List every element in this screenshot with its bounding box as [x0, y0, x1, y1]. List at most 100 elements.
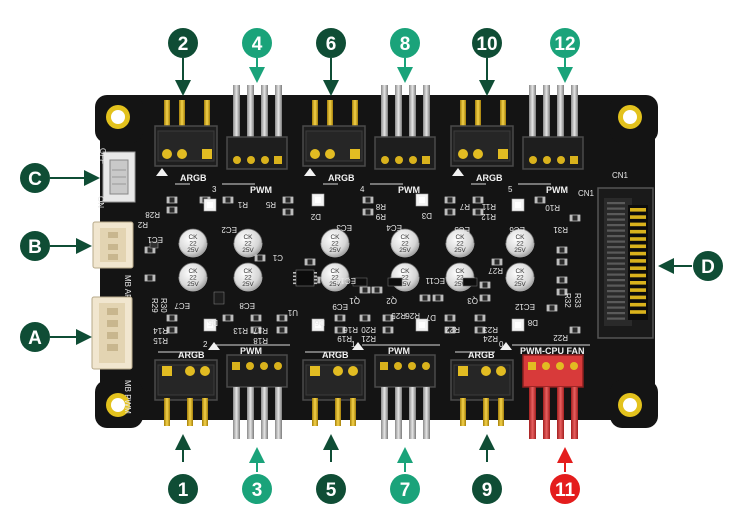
sata-pin: [630, 244, 646, 249]
ref-r22: R22: [445, 325, 460, 334]
ref-d2: D2: [310, 212, 321, 221]
silk-off: OFF: [98, 148, 107, 164]
pin1-marker-1: [208, 342, 220, 350]
ref-ec6: EC6: [509, 225, 525, 234]
capacitor-marking: 22: [189, 241, 197, 248]
sata-contact: [607, 268, 625, 271]
ref-d6: D6: [314, 318, 325, 327]
argb-header-2: [154, 100, 218, 176]
smd-resistor: [144, 274, 156, 282]
ref-d5: D5: [207, 318, 218, 327]
ref-c1: C1: [272, 253, 283, 262]
smd-led: [203, 198, 217, 212]
smd-resistor: [304, 258, 316, 266]
silk-top-pwm-2: PWM: [398, 185, 420, 195]
smd-resistor: [334, 314, 346, 322]
sata-contact: [607, 317, 625, 320]
smd-resistor: [472, 208, 484, 216]
smd-resistor: [546, 304, 558, 312]
capacitor-marking: 25V: [454, 247, 466, 254]
callout-b: B: [20, 231, 92, 261]
silk-num-4: 4: [360, 185, 365, 194]
smd-resistor: [362, 196, 374, 204]
ref-ec4: EC4: [386, 223, 402, 232]
sata-pin: [630, 288, 646, 292]
ref-ec11: EC11: [425, 276, 445, 285]
smd-resistor: [556, 246, 568, 254]
smd-led: [311, 318, 325, 332]
svg-text:7: 7: [400, 480, 411, 501]
ref-ec3: EC3: [336, 223, 352, 232]
smd-resistor: [569, 214, 581, 222]
ref-r25: R25: [391, 311, 406, 320]
silk-top-argb-1: ARGB: [180, 173, 207, 183]
ref-r21: R21: [361, 334, 376, 343]
capacitor-marking: 25V: [242, 247, 254, 254]
smd-led: [203, 318, 217, 332]
capacitor-marking: 25V: [187, 281, 199, 288]
callout-1: 1: [168, 434, 198, 504]
callout-6: 6: [316, 28, 346, 96]
ref-d3: D3: [421, 211, 432, 220]
sata-pin: [630, 237, 646, 241]
smd-resistor: [472, 196, 484, 204]
capacitor-marking: CK: [400, 268, 410, 275]
smd-resistor: [432, 294, 444, 302]
capacitor-marking: 22: [244, 275, 252, 282]
smd-resistor: [166, 314, 178, 322]
capacitor-marking: CK: [515, 234, 525, 241]
svg-text:4: 4: [252, 34, 263, 55]
argb-header-6: [302, 100, 366, 176]
ref-q1: Q1: [349, 296, 360, 305]
callout-2: 2: [168, 28, 198, 96]
ref-r29: R29: [150, 298, 159, 313]
silk-top-argb-2: ARGB: [328, 173, 355, 183]
capacitor-grid: CK2225VCK2225VCK2225VCK2225VCK2225VCK222…: [178, 228, 535, 292]
pwm-header-12: [522, 85, 584, 170]
ref-d7: D7: [425, 313, 436, 322]
sata-contact: [607, 284, 625, 287]
ref-r1: R1: [237, 200, 248, 209]
smd-resistor: [166, 196, 178, 204]
callout-d: D: [658, 251, 723, 281]
svg-text:A: A: [28, 328, 42, 349]
smd-resistor: [334, 326, 346, 334]
sata-pin: [630, 302, 646, 307]
ref-r31: R31: [553, 225, 568, 234]
pwm-header-8: [374, 85, 436, 170]
pwm-header-4: [226, 85, 288, 170]
sata-pin: [630, 273, 646, 278]
smd-resistor: [382, 326, 394, 334]
sata-contact: [607, 262, 625, 265]
ref-ec5: EC5: [454, 225, 470, 234]
smd-resistor: [250, 326, 262, 334]
capacitor-marking: 22: [401, 241, 409, 248]
capacitor-marking: 22: [456, 275, 464, 282]
ref-ec7: EC7: [174, 301, 190, 310]
capacitor-marking: CK: [330, 234, 340, 241]
smd-resistor: [556, 288, 568, 296]
ref-r2: R2: [137, 220, 148, 229]
sata-contact: [607, 251, 625, 254]
smd-transistor: [387, 277, 403, 287]
capacitor-marking: 25V: [454, 281, 466, 288]
callout-8: 8: [390, 28, 420, 83]
silk-bot-argb-1: ARGB: [178, 350, 205, 360]
mounting-hole-top-left: [106, 105, 130, 129]
sata-contact: [607, 240, 625, 243]
capacitor-marking: 25V: [242, 281, 254, 288]
capacitor-marking: 25V: [399, 281, 411, 288]
sata-pin: [630, 215, 646, 219]
sata-contact: [607, 213, 625, 216]
smd-resistor: [491, 258, 503, 266]
silk-top-pwm-3: PWM: [546, 185, 568, 195]
callout-4: 4: [242, 28, 272, 83]
smd-resistor: [222, 196, 234, 204]
